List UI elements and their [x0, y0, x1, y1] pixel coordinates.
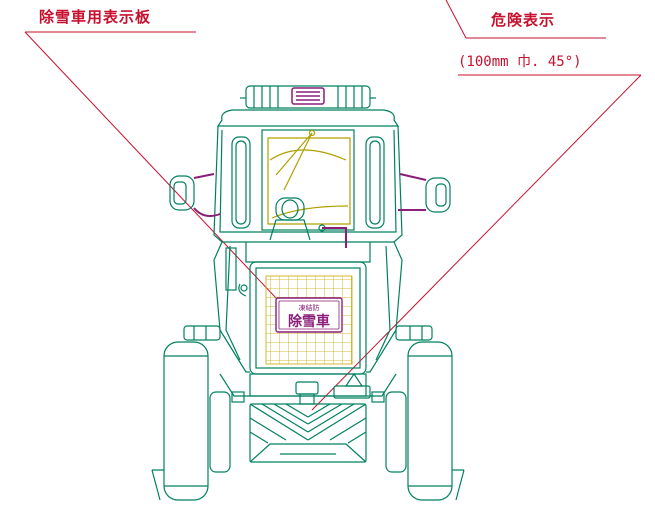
left-headlight	[183, 325, 221, 341]
right-side-panel	[366, 241, 403, 373]
left-window	[231, 136, 251, 229]
left-step	[225, 247, 237, 291]
leader-lines	[24, 0, 642, 411]
right-headlight	[395, 325, 433, 341]
windshield-frame	[261, 129, 355, 231]
right-window	[365, 136, 385, 229]
tow-hook	[295, 381, 319, 395]
right-mirror-arm	[398, 173, 427, 211]
hood-cylinder	[269, 197, 326, 241]
cab-roof	[216, 109, 400, 127]
left-mirror	[169, 175, 195, 211]
beacon-center	[291, 87, 325, 105]
windshield	[267, 129, 351, 225]
snowplow-sign-label: 除雪車用表示板	[39, 8, 152, 26]
danger-chevron-bumper	[249, 403, 367, 463]
roof-beacon	[240, 85, 376, 109]
left-hose	[238, 283, 247, 297]
sign-small-text: 凍結防	[299, 303, 320, 312]
engine-hood	[245, 242, 371, 263]
exhaust-pipe	[322, 227, 347, 248]
left-front-wheel	[151, 341, 231, 501]
plate-leader-line	[24, 31, 294, 317]
danger-label-slash	[445, 0, 467, 39]
left-mirror-arm	[193, 173, 221, 217]
right-mirror	[425, 177, 451, 213]
snowplow-sign: 凍結防 除雪車	[275, 297, 343, 333]
danger-marking-spec: (100mm 巾. 45°)	[458, 54, 582, 70]
danger-marking-label: 危険表示	[491, 11, 556, 29]
cab-body	[213, 125, 403, 243]
danger-leader-line	[311, 74, 642, 411]
sign-main-text: 除雪車	[288, 313, 330, 330]
right-front-wheel	[385, 341, 465, 501]
left-side-panel	[213, 241, 250, 373]
